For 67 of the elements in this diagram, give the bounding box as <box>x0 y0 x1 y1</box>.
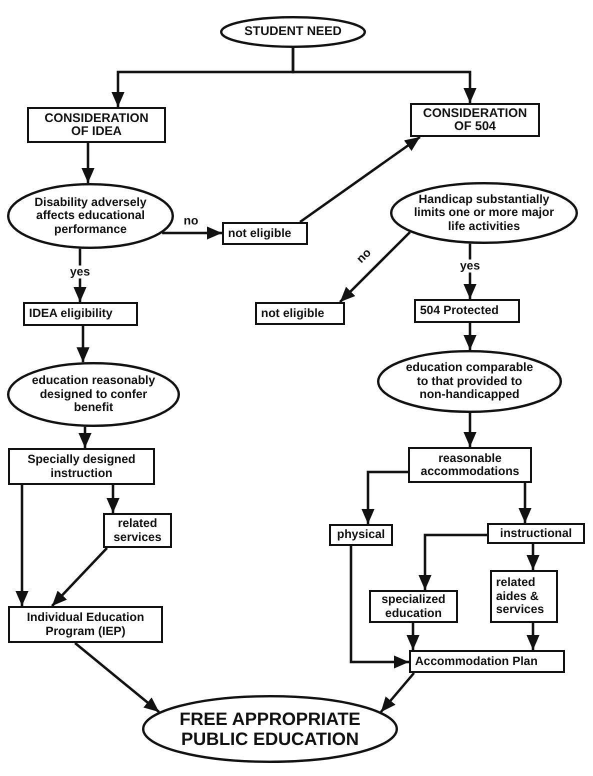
process-box <box>408 447 532 483</box>
flow-arrow <box>16 485 28 606</box>
node-label: physical <box>336 528 386 542</box>
flow-arrow <box>162 226 222 240</box>
process-box <box>8 448 155 485</box>
flow-arrow <box>106 485 120 513</box>
node-label: education reasonably designed to confer benefit <box>30 374 156 415</box>
node-label: CONSIDERATION OF IDEA <box>44 112 150 138</box>
flow-arrow <box>418 534 487 590</box>
node-label: not eligible <box>261 306 326 320</box>
process-box <box>490 570 558 623</box>
node-label: CONSIDERATION OF 504 <box>422 106 528 134</box>
process-box <box>409 650 565 673</box>
flow-arrow <box>526 623 540 650</box>
node-label: related aides & services <box>496 576 546 617</box>
flow-arrow <box>380 672 415 713</box>
node-label: related services <box>112 517 163 544</box>
node-label: STUDENT NEED <box>243 25 343 39</box>
start-oval <box>220 16 366 48</box>
process-box <box>23 302 138 326</box>
flow-arrow <box>74 248 86 302</box>
flow-arrow <box>406 623 420 650</box>
flow-arrow <box>526 544 540 570</box>
flow-arrow <box>82 143 94 183</box>
process-box <box>487 523 585 544</box>
edge-label: yes <box>458 260 482 272</box>
criterion-oval <box>7 362 180 427</box>
criterion-oval <box>377 350 562 413</box>
edge-label: yes <box>68 266 92 278</box>
node-label: Individual Education Program (IEP) <box>26 611 146 638</box>
node-label: 504 Protected <box>420 304 500 318</box>
flow-arrow <box>350 546 409 668</box>
flow-arrow <box>464 244 476 299</box>
process-box <box>329 524 393 546</box>
node-label: Specially designed instruction <box>26 453 137 480</box>
node-label: Accommodation Plan <box>415 654 539 668</box>
node-label: not eligible <box>228 226 292 240</box>
decision-oval <box>390 182 578 244</box>
flow-arrow <box>292 48 476 103</box>
node-label: instructional <box>498 526 573 540</box>
flow-arrow <box>339 231 411 303</box>
node-label: FREE APPROPRIATE PUBLIC EDUCATION <box>178 709 362 749</box>
flow-arrow <box>518 483 532 523</box>
node-label: education comparable to that provided to non-handicapped <box>405 361 534 402</box>
node-label: Handicap substantially limits one or more major life activities <box>412 192 556 234</box>
node-label: Disability adversely affects educational performance <box>33 196 148 236</box>
process-box <box>8 606 163 643</box>
process-box <box>414 299 520 323</box>
node-label: reasonable accommodations <box>420 452 520 478</box>
process-box <box>103 513 172 548</box>
process-box <box>369 590 458 623</box>
process-box <box>255 302 345 325</box>
process-box <box>27 107 166 143</box>
flow-arrow <box>362 470 408 524</box>
flow-arrow <box>74 642 160 713</box>
flow-arrow <box>78 426 92 448</box>
flow-arrow <box>51 547 108 607</box>
decision-oval <box>7 183 174 249</box>
node-label: IDEA eligibility <box>29 307 114 321</box>
flow-arrow <box>299 136 421 224</box>
flow-arrow <box>464 413 476 447</box>
flow-arrow <box>464 323 476 350</box>
flow-arrow <box>76 326 90 362</box>
process-box <box>222 222 308 245</box>
end-oval <box>142 695 398 763</box>
process-box <box>410 103 540 137</box>
node-label: specialized education <box>380 593 447 620</box>
